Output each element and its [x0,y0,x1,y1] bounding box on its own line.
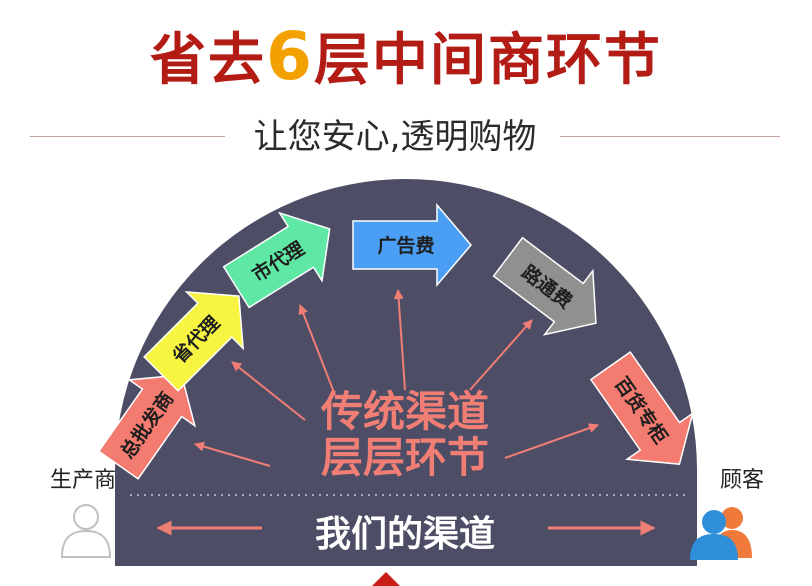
bottom-red-triangle [372,572,400,586]
arrow-shape-department-store [589,351,694,465]
title-part1: 省去 [150,28,267,93]
our-channel-label: 我们的渠道 [314,514,495,555]
arrow-shape-advertising [352,202,472,288]
pointer-line-3 [298,304,336,396]
arrow-label-advertising: 广告费 [377,234,434,257]
customer-label: 顾客 [720,468,765,493]
title-part2: 层中间商环节 [313,28,662,93]
producer-label: 生产商 [50,468,117,493]
producer-person-icon [60,504,112,558]
traditional-channel-line1: 传统渠道 [320,387,489,436]
subtitle-divider-left [30,136,225,137]
pointer-line-2 [231,361,306,421]
subtitle-divider-right [560,136,780,137]
page-title: 省去6层中间商环节 [0,22,812,96]
pointer-lines [194,289,599,467]
pointer-line-4 [393,289,406,391]
arrow-shape-wholesaler [97,374,197,480]
pointer-line-1 [194,441,271,467]
traditional-channel-line2: 层层环节 [320,433,489,482]
subtitle: 让您安心,透明购物 [253,117,537,157]
subtitle-row: 让您安心,透明购物 [0,112,812,162]
arrow-shape-provincial-agent [143,290,245,392]
customer-group-icon [690,507,752,560]
arrow-advertising: 广告费 [352,202,472,288]
arrow-shape-road-fee [492,236,597,336]
title-number: 6 [266,18,314,95]
pointer-line-5 [469,319,533,391]
arrow-shape-city-agent [222,211,331,309]
pointer-line-6 [504,423,599,459]
